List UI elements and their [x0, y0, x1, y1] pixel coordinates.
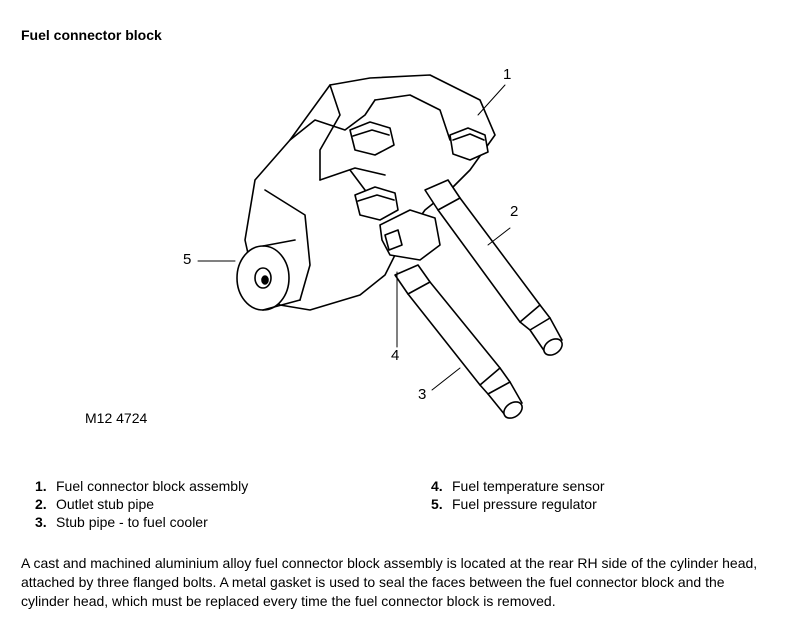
legend-item: 3. Stub pipe - to fuel cooler: [35, 513, 248, 531]
callout-3: 3: [418, 386, 427, 403]
legend-number: 3.: [35, 514, 47, 530]
legend-item: 2. Outlet stub pipe: [35, 495, 248, 513]
legend-label: Outlet stub pipe: [56, 496, 155, 512]
description-paragraph: A cast and machined aluminium alloy fuel…: [21, 555, 758, 609]
legend-label: Fuel temperature sensor: [452, 478, 605, 494]
legend-label: Fuel connector block assembly: [56, 478, 249, 494]
legend-number: 4.: [431, 478, 443, 494]
legend-item: 5. Fuel pressure regulator: [431, 495, 605, 513]
legend-item: 1. Fuel connector block assembly: [35, 477, 248, 495]
callout-2: 2: [510, 203, 519, 220]
callout-4: 4: [391, 347, 400, 364]
callout-5: 5: [183, 251, 192, 268]
technical-drawing: [197, 74, 563, 419]
legend-number: 1.: [35, 478, 47, 494]
legend-number: 5.: [431, 496, 443, 512]
legend-number: 2.: [35, 496, 47, 512]
legend-right: 4. Fuel temperature sensor 5. Fuel press…: [431, 477, 605, 513]
legend-left: 1. Fuel connector block assembly 2. Outl…: [35, 477, 248, 531]
section-heading: Fuel connector block: [21, 27, 162, 43]
legend-label: Stub pipe - to fuel cooler: [56, 514, 208, 530]
fuel-connector-block-illustration: 1 2 3 4 5: [170, 60, 590, 440]
legend-label: Fuel pressure regulator: [452, 496, 597, 512]
callout-1: 1: [503, 66, 512, 83]
legend-item: 4. Fuel temperature sensor: [431, 477, 605, 495]
figure-id: M12 4724: [85, 410, 148, 426]
